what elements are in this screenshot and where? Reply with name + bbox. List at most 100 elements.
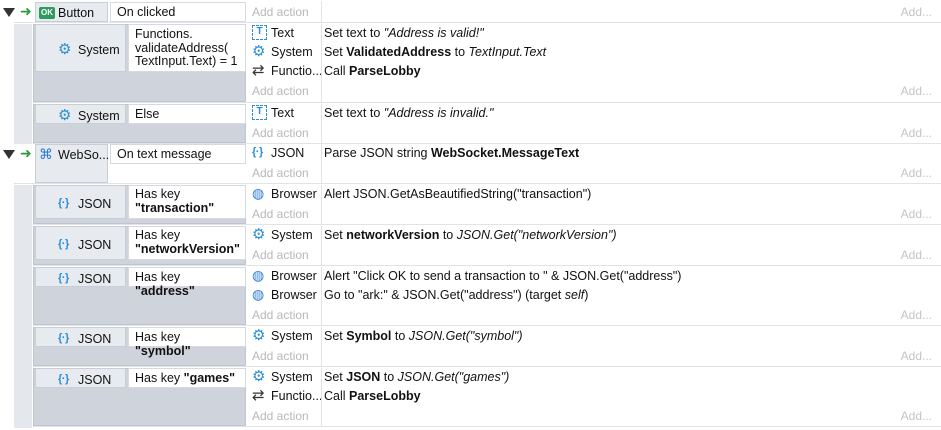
bold-run: WebSocket.MessageText bbox=[430, 146, 580, 160]
gear-icon: ⚙ bbox=[252, 327, 266, 344]
globe-icon: ◍ bbox=[252, 286, 265, 302]
event-actions: Add action Add... bbox=[248, 2, 940, 22]
action-object: ⚙System bbox=[252, 328, 313, 343]
collapse-toggle[interactable] bbox=[3, 150, 15, 159]
subevent-condition-text[interactable]: Has key "transaction" bbox=[128, 185, 246, 219]
subevent-condition-text[interactable]: Has key "symbol" bbox=[128, 327, 246, 357]
json-icon: {·} bbox=[58, 331, 69, 344]
text-run: Has key bbox=[135, 228, 181, 242]
italic-run: self bbox=[564, 288, 585, 302]
column-divider bbox=[321, 24, 322, 102]
add-more-link[interactable]: Add... bbox=[900, 349, 932, 363]
subevent-object-cell[interactable]: {·}JSON bbox=[35, 267, 126, 287]
action-row[interactable]: {·} JSON Parse JSON string WebSocket.Messa… bbox=[248, 144, 940, 163]
subevent-object-cell[interactable]: {·}JSON bbox=[35, 226, 126, 260]
row-divider bbox=[33, 265, 941, 266]
bold-run: "address" bbox=[135, 283, 195, 298]
add-more-link[interactable]: Add... bbox=[900, 166, 932, 180]
row-divider bbox=[33, 224, 941, 225]
json-icon: {·} bbox=[252, 146, 263, 158]
subevent-object-cell[interactable]: {·} JSON bbox=[35, 368, 126, 388]
button-object-icon: OK bbox=[39, 7, 55, 19]
action-row[interactable]: ⇄Functio...Call ParseLobby bbox=[248, 62, 940, 81]
italic-run: JSON.Get("networkVersion") bbox=[456, 228, 617, 242]
event-trigger-cell[interactable]: On text message bbox=[110, 144, 246, 164]
add-action-link[interactable]: Add action bbox=[252, 207, 309, 221]
column-divider bbox=[321, 104, 322, 143]
action-text: Call ParseLobby bbox=[324, 64, 421, 78]
subevent-object-cell[interactable]: {·}JSON bbox=[35, 327, 126, 347]
add-action-link[interactable]: Add action bbox=[252, 166, 309, 180]
action-object-label: System bbox=[271, 369, 313, 384]
trigger-arrow-icon: ➜ bbox=[20, 145, 32, 161]
subevent-condition-text[interactable]: Has key "networkVersion" bbox=[128, 226, 246, 260]
add-action-link[interactable]: Add action bbox=[252, 308, 309, 322]
column-divider bbox=[321, 267, 322, 325]
action-object-label: System bbox=[271, 227, 313, 242]
add-more-link[interactable]: Add... bbox=[900, 84, 932, 98]
add-more-link[interactable]: Add... bbox=[900, 409, 932, 423]
subevent-object-cell[interactable]: ⚙System bbox=[35, 104, 126, 124]
subevent-condition-text[interactable]: Has key "address" bbox=[128, 267, 246, 297]
add-more-link[interactable]: Add... bbox=[900, 5, 932, 19]
add-action-link[interactable]: Add action bbox=[252, 409, 309, 423]
event-trigger-cell[interactable]: On clicked bbox=[110, 2, 246, 22]
action-row[interactable]: ◍Browser Alert JSON.GetAsBeautifiedString… bbox=[248, 185, 940, 204]
add-action-link[interactable]: Add action bbox=[252, 84, 309, 98]
loop-icon: ⇄ bbox=[252, 62, 265, 79]
json-icon: {·} bbox=[58, 271, 69, 284]
text-run: Set bbox=[324, 228, 347, 242]
column-divider bbox=[321, 327, 322, 366]
subevent-object-label: JSON bbox=[78, 372, 112, 387]
action-row[interactable]: ⇄Functio...Call ParseLobby bbox=[248, 387, 940, 406]
row-divider bbox=[33, 366, 941, 367]
add-action-link[interactable]: Add action bbox=[252, 349, 309, 363]
add-action-link[interactable]: Add action bbox=[252, 5, 309, 19]
add-action-link[interactable]: Add action bbox=[252, 126, 309, 140]
row-divider bbox=[33, 143, 941, 144]
subevent-condition-text[interactable]: Else bbox=[128, 104, 246, 124]
action-object: ◍Browser bbox=[252, 186, 317, 201]
text-run: to bbox=[380, 370, 398, 384]
collapse-toggle[interactable] bbox=[3, 8, 15, 17]
gear-icon: ⚙ bbox=[58, 40, 72, 58]
json-icon: {·} bbox=[58, 237, 69, 250]
bold-run: "games" bbox=[183, 371, 236, 385]
subevent-condition-text[interactable]: Functions. validateAddress( TextInput.Te… bbox=[128, 24, 246, 72]
gear-icon: ⚙ bbox=[252, 226, 266, 243]
add-more-link[interactable]: Add... bbox=[900, 126, 932, 140]
subevent-object-cell[interactable]: {·}JSON bbox=[35, 185, 126, 219]
row-divider bbox=[33, 102, 941, 103]
json-icon: {·} bbox=[58, 372, 69, 385]
add-more-link[interactable]: Add... bbox=[900, 207, 932, 221]
text-run: to bbox=[451, 45, 469, 59]
loop-icon: ⇄ bbox=[252, 387, 265, 404]
text-run: Parse JSON string bbox=[324, 146, 431, 160]
text-run: Go to "ark:" & JSON.Get("address") (targ… bbox=[324, 288, 565, 302]
action-object-label: Text bbox=[271, 105, 294, 120]
text-run: Alert JSON.GetAsBeautifiedString("transa… bbox=[324, 187, 592, 201]
italic-run: JSON.Get("symbol") bbox=[408, 329, 523, 343]
event-object-cell[interactable]: ⌘WebSo... bbox=[35, 144, 109, 183]
add-action-link[interactable]: Add action bbox=[252, 248, 309, 262]
subevent-condition-text[interactable]: Has key "games" bbox=[128, 368, 246, 388]
action-text: Set text to "Address is valid!" bbox=[324, 26, 484, 40]
action-object-label: JSON bbox=[271, 145, 305, 160]
gear-icon: ⚙ bbox=[252, 368, 266, 385]
column-divider bbox=[321, 144, 322, 183]
add-more-link[interactable]: Add... bbox=[900, 308, 932, 322]
subevent-object-cell[interactable]: ⚙System bbox=[35, 24, 126, 72]
add-more-link[interactable]: Add... bbox=[900, 248, 932, 262]
text-run: Call bbox=[324, 389, 350, 403]
